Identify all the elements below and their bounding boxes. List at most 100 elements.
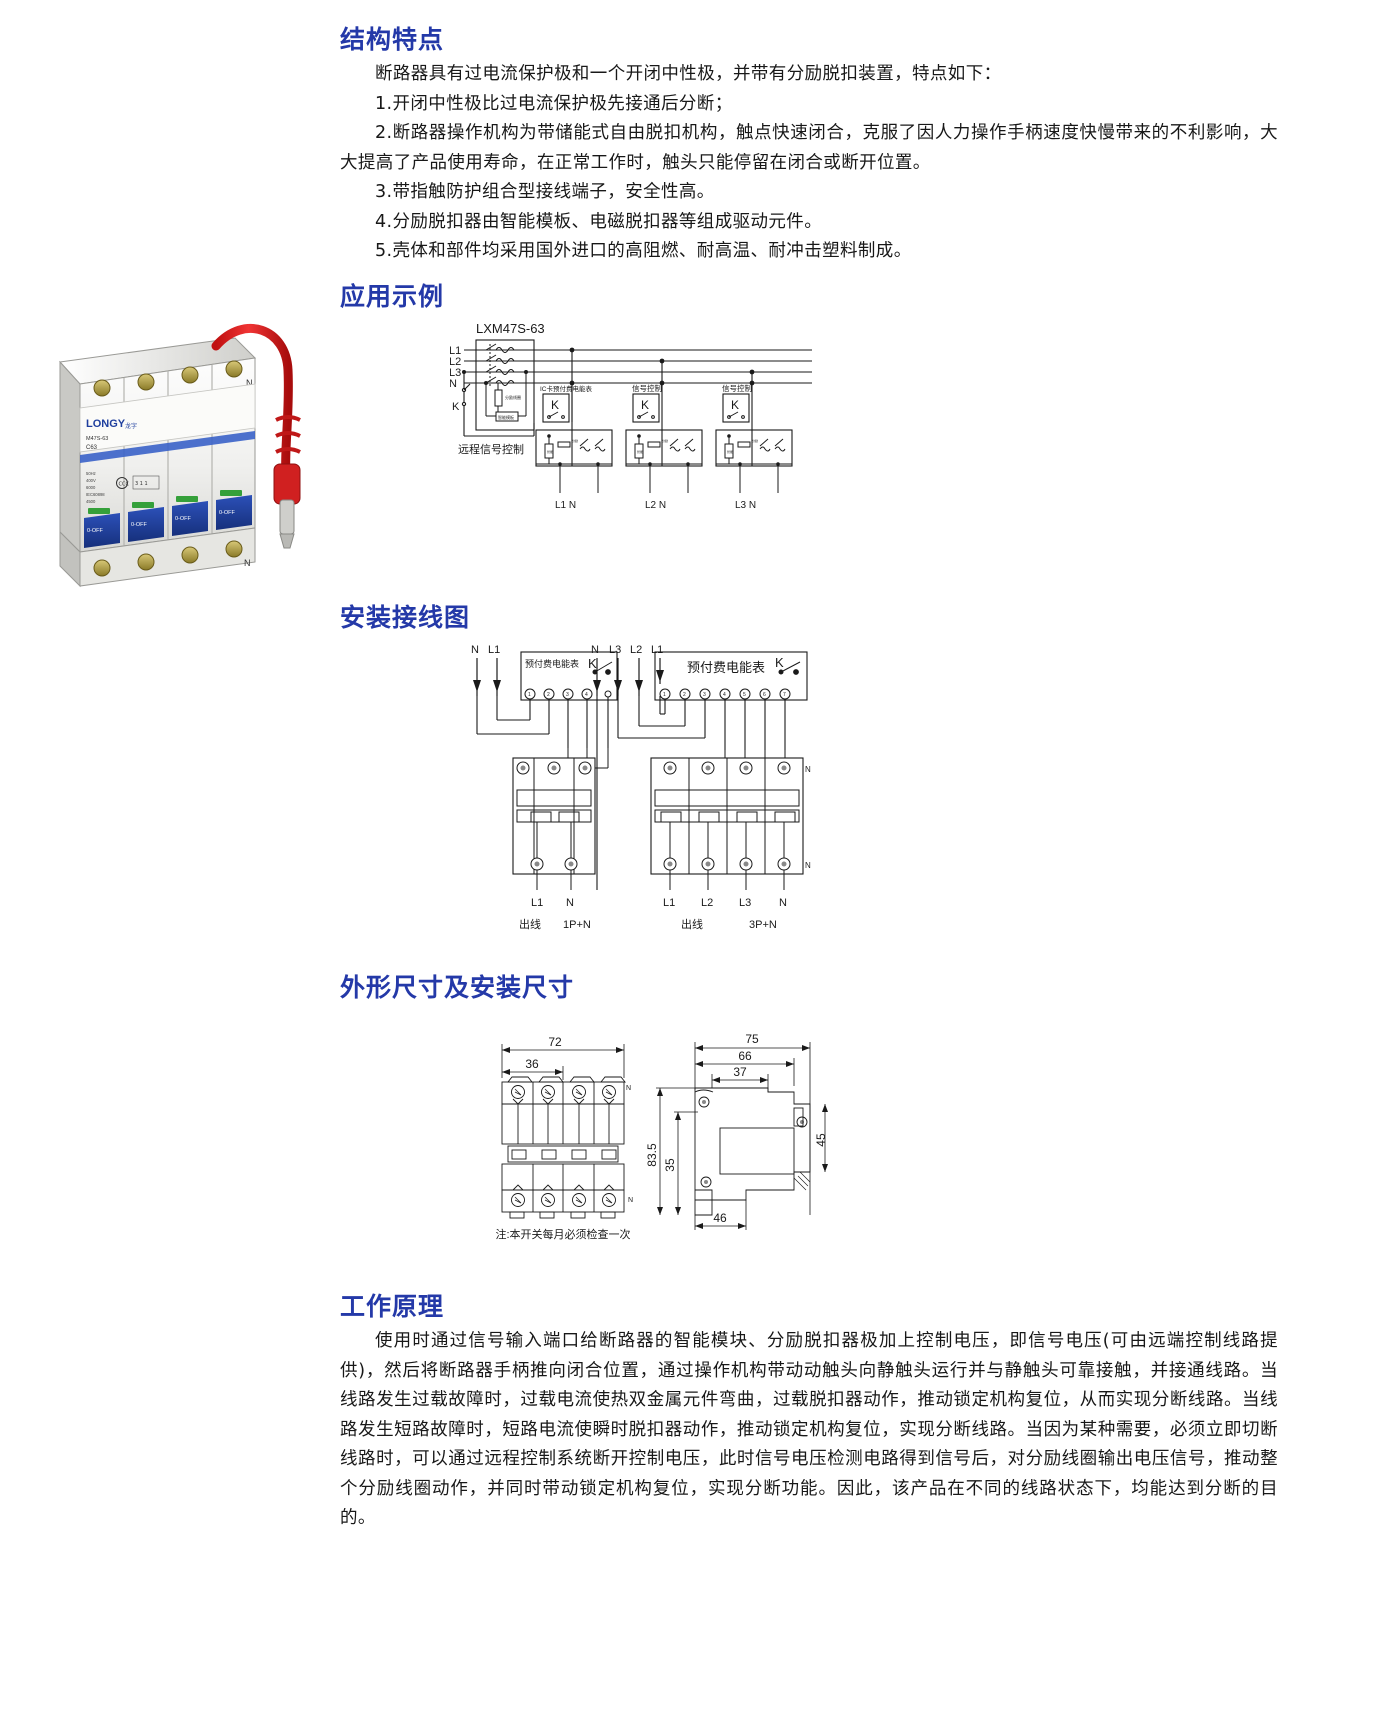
outline-label-right: 出线 [681,917,703,931]
config-label-left: 1P+N [563,919,591,931]
svg-text:N: N [244,558,251,568]
outline-label-left: 出线 [519,917,541,931]
branch-group-1: IC卡预付费电能表 K 智能 分励 [535,350,613,511]
svg-text:智能: 智能 [547,449,553,454]
meter-box-right [654,651,808,701]
svg-text:0-OFF: 0-OFF [219,510,236,516]
product-photo: N LONGY 龙字 M47S-63 C63 50Hz 400V 6000 IE… [30,300,330,590]
k-label: K [452,401,460,413]
output-label-3: L3 N [735,500,756,511]
output-right-l1: L1 [663,897,675,909]
smart-module-label: 智能模板 [498,414,514,420]
branch-title-2: 信号控制 [632,383,662,393]
dim-side-base-width: 46 [713,1211,727,1225]
svg-text:400V: 400V [86,478,96,483]
breaker-left [512,757,596,875]
shunt-coil-label: 分励线圈 [505,394,521,400]
cable-plug [273,463,301,549]
output-right-l2: L2 [701,897,713,909]
section-heading-principle: 工作原理 [340,1292,445,1321]
svg-text:0-OFF: 0-OFF [175,516,192,522]
application-circuit-diagram: LXM47S-63 L1 L2 L3 N [450,318,820,578]
photo-spec: C63 [86,445,98,451]
svg-text:0-OFF: 0-OFF [131,522,148,528]
dim-side-total: 75 [745,1032,759,1046]
svg-text:4: 4 [723,692,726,698]
input-label-left-n: N [471,644,479,656]
svg-text:分励: 分励 [752,438,758,443]
svg-text:3 1 1: 3 1 1 [135,481,148,487]
branch-relay-2: K [641,398,649,412]
svg-text:分励: 分励 [662,438,668,443]
dim-front-inner: 36 [525,1057,539,1071]
photo-certs: CCC 3 1 1 [116,475,160,490]
branch-relay-3: K [731,398,739,412]
front-view: 72 36 [501,1035,633,1219]
svg-text:L2: L2 [450,356,461,368]
structure-item-5: 5.壳体和部件均采用国外进口的高阻燃、耐高温、耐冲击塑料制成。 [375,241,912,261]
dim-side-mid-height: 35 [663,1158,677,1172]
dim-side-front: 37 [733,1065,747,1079]
meter-k-right: K [775,655,784,670]
bottom-terminals [93,540,243,577]
breaker-body: N LONGY 龙字 M47S-63 C63 50Hz 400V 6000 IE… [58,337,257,588]
branch-group-3: 信号控制 K 智能 分励 [715,372,793,511]
config-label-right: 3P+N [749,919,777,931]
svg-text:N: N [628,1197,633,1204]
dim-side-height: 83.5 [645,1143,659,1167]
svg-text:0-OFF: 0-OFF [87,528,104,534]
side-view: 75 66 37 [645,1032,828,1230]
structure-intro: 断路器具有过电流保护极和一个开闭中性极，并带有分励脱扣装置，特点如下： [375,64,1002,84]
meter-label-right: 预付费电能表 [687,660,765,675]
cable-ties [275,415,301,454]
photo-n-label: N [246,378,253,388]
structure-item-3: 3.带指触防护组合型接线端子，安全性高。 [375,182,715,202]
svg-text:分励: 分励 [572,438,578,443]
remote-switch-K [461,372,535,437]
dim-side-right-height: 45 [814,1133,828,1147]
input-label-left-l1: L1 [488,644,500,656]
shunt-coil [494,389,503,407]
structure-body: 断路器具有过电流保护极和一个开闭中性极，并带有分励脱扣装置，特点如下： 1.开闭… [340,60,1278,267]
output-label-1: L1 N [555,500,576,511]
svg-text:L3: L3 [450,367,461,379]
branch-title-1: IC卡预付费电能表 [540,384,593,393]
input-right-l3: L3 [609,644,621,656]
branch-relay-1: K [551,398,559,412]
meter-k-left: K [588,656,597,671]
inputs-left [473,658,501,696]
dim-front-width: 72 [548,1035,562,1049]
inputs-right [593,658,664,696]
breaker-poles [485,343,522,386]
svg-text:3: 3 [566,692,569,698]
section-heading-structure: 结构特点 [340,25,445,54]
photo-indicators [88,490,242,514]
section-heading-application: 应用示例 [340,282,445,311]
meter-label-left: 预付费电能表 [525,658,579,669]
svg-text:2: 2 [547,692,550,698]
toggle-labels: 0-OFF 0-OFF 0-OFF 0-OFF [87,510,236,534]
photo-brand: LONGY [86,418,126,430]
svg-text:5: 5 [743,692,746,698]
svg-text:智能: 智能 [727,449,733,454]
breaker-right-n-bottom: N [805,861,811,870]
structure-item-1: 1.开闭中性极比过电流保护极先接通后分断； [375,93,733,114]
svg-text:L3 N: L3 N [735,500,756,511]
svg-text:L2 N: L2 N [645,500,666,511]
phase-labels: L1 L2 L3 N [450,345,461,390]
svg-text:IEC60898: IEC60898 [86,492,105,497]
svg-text:4: 4 [585,692,588,698]
dimension-note: 注:本开关每月必须检查一次 [495,1227,630,1241]
output-right-l3: L3 [739,897,751,909]
output-left-n: N [566,897,574,909]
photo-ratings: 50Hz 400V 6000 IEC60898 4500 [86,471,105,504]
structure-item-2: 2.断路器操作机构为带储能式自由脱扣机构，触点快速闭合，克服了因人力操作手柄速度… [340,123,1278,173]
dimension-drawing: 72 36 [480,1030,880,1265]
toggle-handles [84,495,252,548]
bus-junctions [462,347,755,386]
